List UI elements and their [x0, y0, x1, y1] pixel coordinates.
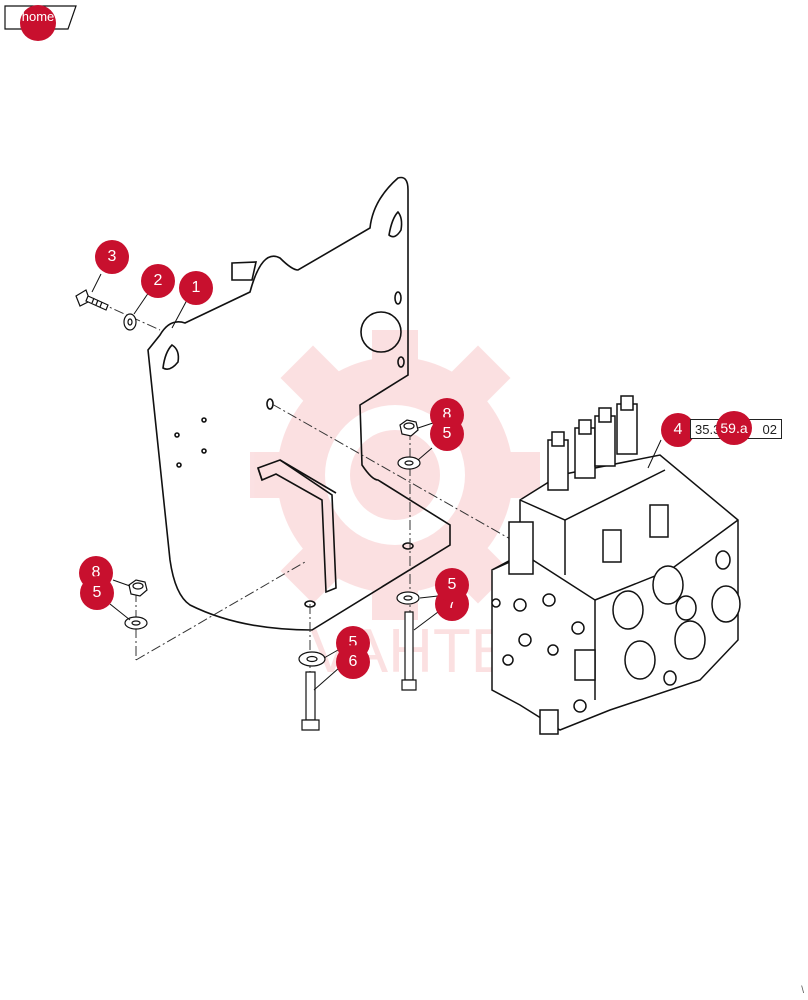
- callout-6[interactable]: 6: [336, 645, 370, 679]
- bolt-item-6: [301, 671, 320, 731]
- callout-3[interactable]: 3: [95, 240, 129, 274]
- corner-mark: \: [801, 985, 804, 996]
- washer-item-5-left: [124, 616, 148, 630]
- washer-item-5-right: [396, 591, 420, 605]
- control-valve-item-4: [491, 395, 741, 735]
- callout-5-upper[interactable]: 5: [430, 417, 464, 451]
- washer-item-5-lower: [298, 651, 326, 667]
- home-tab[interactable]: home: [4, 5, 77, 41]
- callout-5-right[interactable]: 5: [435, 568, 469, 602]
- bolt-item-7: [401, 611, 417, 691]
- bolt-item-3: [75, 289, 109, 311]
- watermark-gear-icon: [250, 330, 540, 620]
- reference-code-right: 02: [762, 422, 777, 437]
- reference-badge[interactable]: 59.a: [716, 411, 752, 445]
- nut-item-8-upper: [399, 419, 419, 437]
- callout-2[interactable]: 2: [141, 264, 175, 298]
- nut-item-8-lower: [128, 579, 148, 597]
- callout-4[interactable]: 4: [661, 413, 695, 447]
- washer-item-2: [123, 313, 137, 331]
- home-button[interactable]: home: [20, 5, 56, 41]
- callout-1[interactable]: 1: [179, 271, 213, 305]
- reference-code-left: 35.3: [695, 422, 721, 437]
- mounting-bracket: [147, 176, 451, 631]
- washer-item-5-upper: [397, 456, 421, 470]
- callout-5-left[interactable]: 5: [80, 576, 114, 610]
